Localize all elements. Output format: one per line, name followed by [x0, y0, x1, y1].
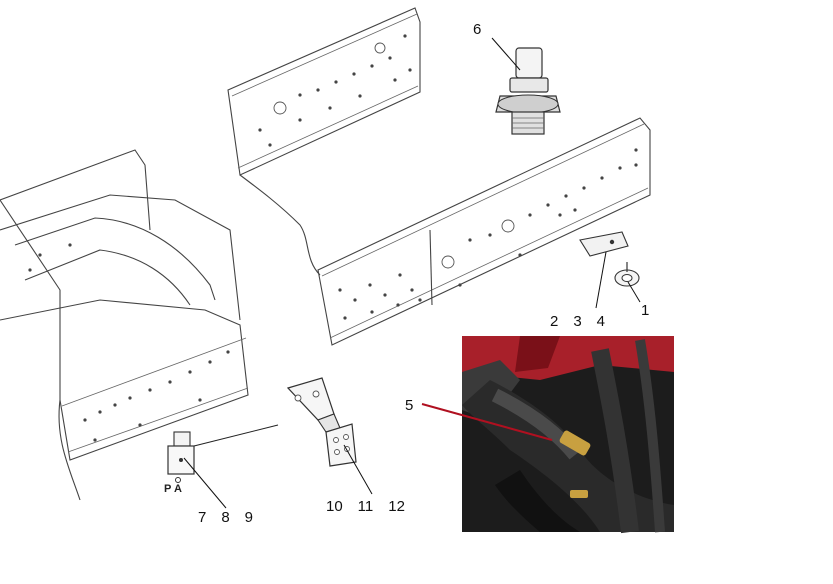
svg-text:P: P [164, 483, 171, 495]
left-frame-rail [0, 149, 249, 501]
right-rail-holes [338, 148, 638, 320]
callout-10-11-12: 10 11 12 [326, 498, 405, 515]
part-10-11-12-bracket [286, 377, 373, 495]
part-1-connector [614, 262, 641, 303]
right-frame-rail [317, 117, 651, 346]
callout-7-8-9: 7 8 9 [198, 509, 253, 526]
part-7-8-9-valve: P A [164, 424, 279, 509]
svg-text:A: A [174, 483, 182, 495]
callout-2-3-4: 2 3 4 [550, 313, 605, 330]
callout-1: 1 [641, 302, 649, 319]
photo-inset-part-5 [421, 336, 674, 534]
callout-labels: 6 1 2 3 4 5 7 8 9 10 11 12 [198, 21, 649, 526]
upper-rail-holes [258, 34, 412, 147]
part-6-pressure-switch [491, 37, 561, 135]
left-rail-holes [28, 243, 230, 442]
callout-5: 5 [405, 397, 413, 414]
bracket-2-3-4 [579, 231, 629, 309]
callout-6: 6 [473, 21, 481, 38]
upper-frame-rail [227, 7, 421, 276]
